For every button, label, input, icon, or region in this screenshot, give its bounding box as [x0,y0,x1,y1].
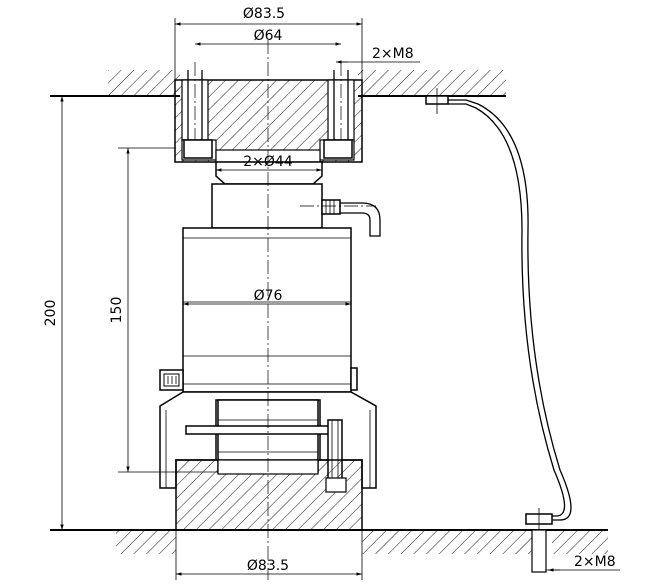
top-bolts-label: 2×M8 [372,46,414,62]
body-diameter-label: Ø76 [254,288,283,304]
top-mounting-plate [174,70,363,163]
centerlines [194,40,376,580]
load-cell-body [159,161,381,491]
top-outer-diameter-label: Ø83.5 [243,6,285,22]
bottom-bolts-label: 2×M8 [574,554,616,570]
bottom-outer-diameter-label: Ø83.5 [247,558,289,574]
grounding-strap [425,88,572,573]
dimension-lines [50,18,620,580]
top-ground [50,70,506,97]
pin-diameter-label: 2×Ø44 [243,154,293,170]
top-bolt-circle-label: Ø64 [254,28,283,44]
bottom-base-plate [175,459,363,531]
bottom-ground [50,529,608,554]
body-height-label: 150 [109,297,125,324]
total-height-label: 200 [43,300,59,327]
